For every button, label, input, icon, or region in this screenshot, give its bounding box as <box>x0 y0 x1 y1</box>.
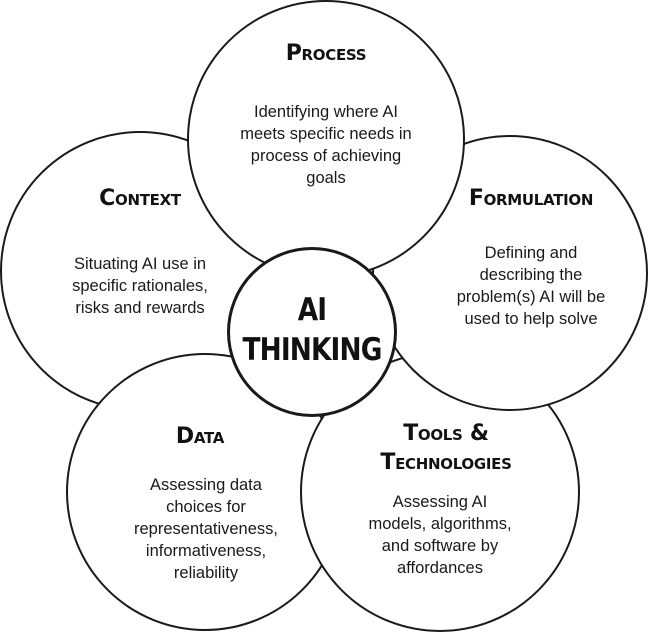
tools-description: Assessing AI models, algorithms, and sof… <box>368 493 512 577</box>
process-description: Identifying where AI meets specific need… <box>240 103 412 187</box>
center-circle <box>227 247 397 417</box>
tools-title-line2: Technologies <box>380 450 512 475</box>
formulation-description: Defining and describing the problem(s) A… <box>456 244 606 328</box>
context-title: Context <box>99 186 181 211</box>
data-description: Assessing data choices for representativ… <box>134 476 278 582</box>
data-title: Data <box>175 424 225 449</box>
process-title: Process <box>285 41 367 66</box>
context-description: Situating AI use in specific rationales,… <box>72 255 208 317</box>
process-circle <box>187 0 465 278</box>
formulation-title: Formulation <box>468 186 594 211</box>
tools-title-line1: Tools & <box>403 421 489 446</box>
center-title-line1: AI <box>297 292 327 328</box>
center-title-line2: THINKING <box>242 332 382 368</box>
